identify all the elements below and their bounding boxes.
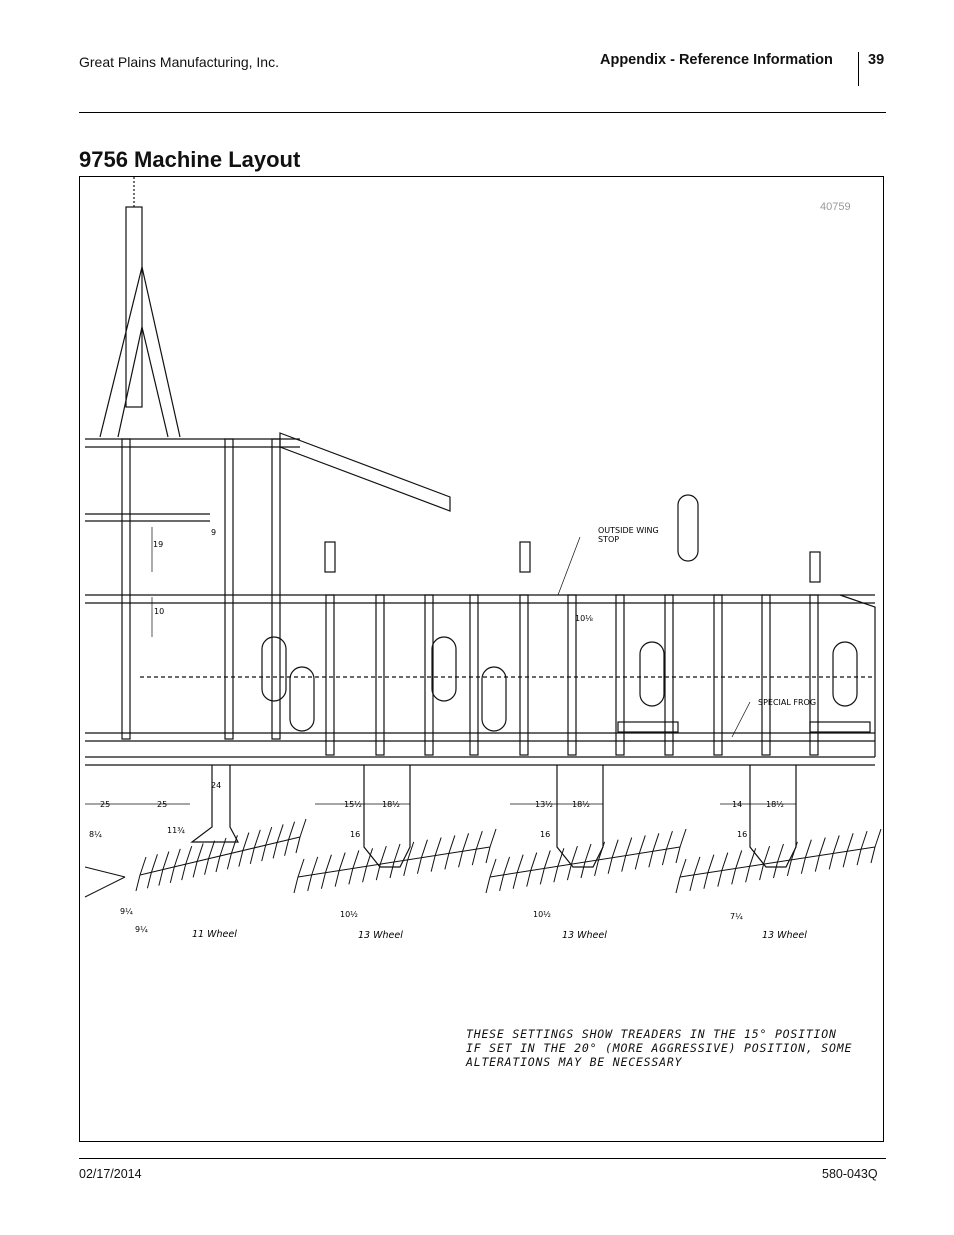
dim-10: 10 — [154, 607, 164, 616]
dim-9: 9 — [211, 528, 216, 537]
hitch-tongue — [125, 206, 143, 408]
wheel-label-1: 11 Wheel — [192, 929, 237, 940]
gauge-wheel-1 — [261, 636, 287, 702]
figure-id: 40759 — [820, 201, 851, 213]
dim-18-1-2c: 18½ — [766, 800, 784, 809]
note-line: ALTERATIONS MAY BE NECESSARY — [466, 1055, 683, 1069]
dim-9-1-4b: 9¼ — [135, 925, 148, 934]
wheel-label-4: 13 Wheel — [762, 930, 807, 941]
dim-11-3-4: 11¾ — [167, 826, 185, 835]
dim-10-1-2b: 10½ — [533, 910, 551, 919]
note-line: IF SET IN THE 20° (MORE AGGRESSIVE) POSI… — [466, 1041, 853, 1055]
outside-wing-stop-label-1: OUTSIDE WING — [598, 526, 659, 535]
dim-16c: 16 — [737, 830, 747, 839]
footer-date: 02/17/2014 — [79, 1167, 142, 1181]
gauge-wheel-5 — [639, 641, 665, 707]
dim-24: 24 — [211, 781, 221, 790]
gauge-wheel-6 — [832, 641, 858, 707]
wing-frame-beam — [279, 432, 451, 512]
note-line: THESE SETTINGS SHOW TREADERS IN THE 15° … — [466, 1027, 837, 1041]
header-company: Great Plains Manufacturing, Inc. — [79, 54, 279, 70]
dim-7-1-4: 7¼ — [730, 912, 743, 921]
page-number: 39 — [868, 52, 885, 68]
dim-15-1-2: 15½ — [344, 800, 362, 809]
machine-layout-figure: 40759 — [79, 176, 884, 1142]
dim-10-1-8: 10⅛ — [575, 614, 593, 623]
wing-stop-wheel — [677, 494, 699, 562]
dim-18-1-2a: 18½ — [382, 800, 400, 809]
gauge-wheel-3 — [431, 636, 457, 702]
dim-13-1-2: 13½ — [535, 800, 553, 809]
dim-25a: 25 — [100, 800, 110, 809]
special-frog-label: SPECIAL FROG — [758, 698, 816, 707]
footer-doc-number: 580-043Q — [822, 1167, 878, 1181]
dim-25b: 25 — [157, 800, 167, 809]
gauge-wheel-4 — [481, 666, 507, 732]
dim-18-1-2b: 18½ — [572, 800, 590, 809]
machine-drawing: OUTSIDE WING STOP SPECIAL FROG 19 9 10 1… — [84, 177, 882, 941]
settings-note: THESE SETTINGS SHOW TREADERS IN THE 15° … — [466, 1027, 852, 1069]
footer-rule — [79, 1158, 886, 1159]
header-divider — [858, 52, 859, 86]
dim-14: 14 — [732, 800, 742, 809]
dim-9-1-4a: 9¼ — [120, 907, 133, 916]
header-section-title: Appendix - Reference Information — [600, 52, 833, 68]
treader-wheel-partial — [84, 866, 126, 898]
outside-wing-stop-label-2: STOP — [598, 535, 619, 544]
dim-19: 19 — [153, 540, 163, 549]
dim-16a: 16 — [350, 830, 360, 839]
header-rule — [79, 112, 886, 113]
wheel-label-3: 13 Wheel — [562, 930, 607, 941]
page-title: 9756 Machine Layout — [79, 147, 301, 172]
wheel-label-2: 13 Wheel — [358, 930, 403, 941]
dim-8-1-4: 8¼ — [89, 830, 102, 839]
dim-16b: 16 — [540, 830, 550, 839]
gauge-wheel-2 — [289, 666, 315, 732]
dim-10-1-2a: 10½ — [340, 910, 358, 919]
